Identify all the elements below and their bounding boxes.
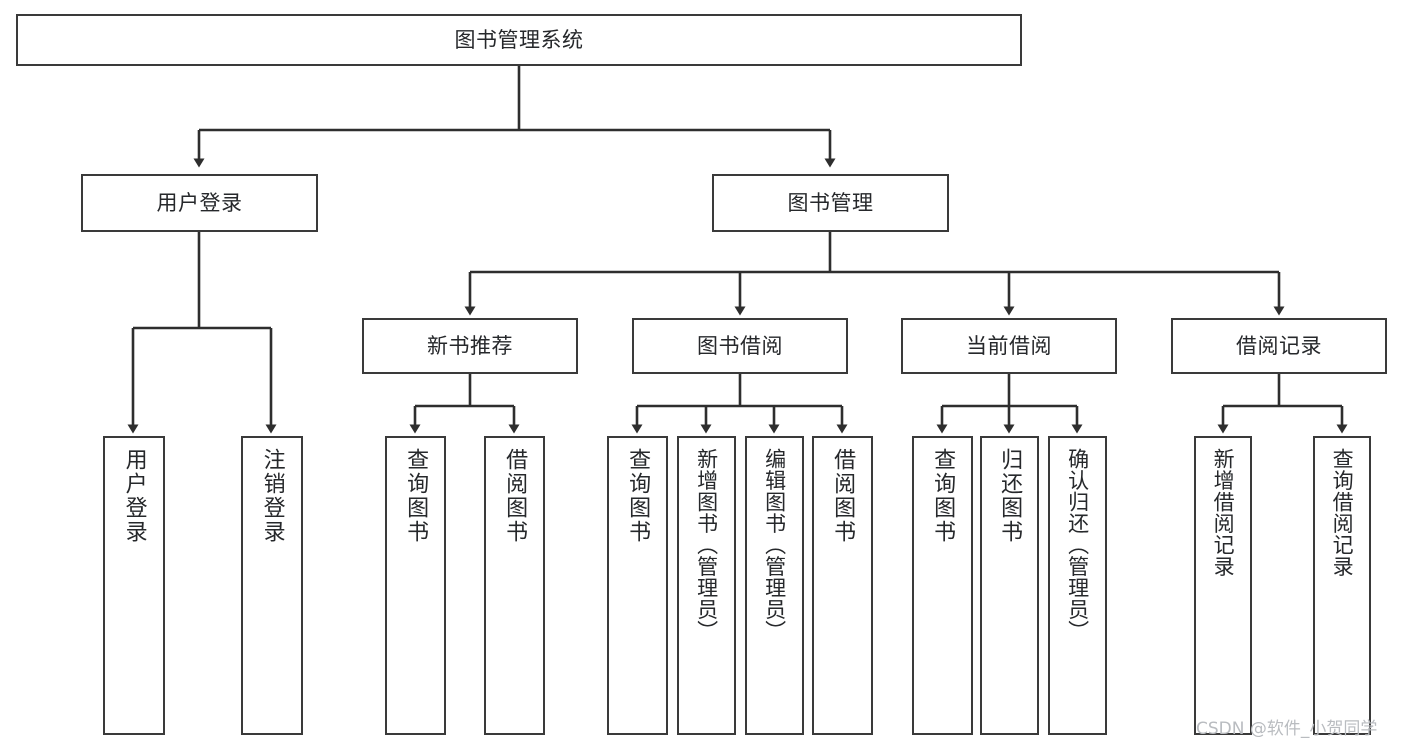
- node-label: 图书管理系统: [454, 27, 584, 52]
- node-leaf-query-book-3[interactable]: 查询图书: [912, 436, 973, 735]
- node-label: 新增图书（管理员）: [694, 448, 719, 642]
- node-label: 借阅记录: [1236, 333, 1322, 358]
- node-label: 用户登录: [156, 190, 243, 215]
- node-borrow-record[interactable]: 借阅记录: [1171, 318, 1387, 374]
- node-label: 当前借阅: [966, 333, 1052, 358]
- node-label: 图书管理: [787, 190, 874, 215]
- node-label: 编辑图书（管理员）: [762, 448, 787, 642]
- node-leaf-confirm-return[interactable]: 确认归还（管理员）: [1048, 436, 1107, 735]
- node-leaf-logout[interactable]: 注销登录: [241, 436, 303, 735]
- node-label: 新书推荐: [427, 333, 513, 358]
- node-current-borrow[interactable]: 当前借阅: [901, 318, 1117, 374]
- node-user-login[interactable]: 用户登录: [81, 174, 318, 232]
- node-label: 注销登录: [259, 448, 285, 544]
- node-leaf-edit-book[interactable]: 编辑图书（管理员）: [745, 436, 804, 735]
- node-leaf-query-book-2[interactable]: 查询图书: [607, 436, 668, 735]
- node-new-book-recommend[interactable]: 新书推荐: [362, 318, 578, 374]
- node-label: 查询图书: [403, 448, 429, 544]
- node-label: 借阅图书: [830, 448, 856, 544]
- node-label: 图书借阅: [697, 333, 783, 358]
- node-leaf-user-login[interactable]: 用户登录: [103, 436, 165, 735]
- node-leaf-borrow-book-1[interactable]: 借阅图书: [484, 436, 545, 735]
- node-leaf-add-book[interactable]: 新增图书（管理员）: [677, 436, 736, 735]
- node-label: 用户登录: [121, 448, 147, 544]
- watermark-text: CSDN @软件_小贺同学: [1196, 719, 1378, 739]
- node-leaf-borrow-book-2[interactable]: 借阅图书: [812, 436, 873, 735]
- node-label: 查询图书: [625, 448, 651, 544]
- node-book-borrow[interactable]: 图书借阅: [632, 318, 848, 374]
- node-label: 查询图书: [930, 448, 956, 544]
- node-leaf-query-record[interactable]: 查询借阅记录: [1313, 436, 1371, 735]
- node-label: 借阅图书: [502, 448, 528, 544]
- node-label: 归还图书: [997, 448, 1023, 544]
- node-label: 确认归还（管理员）: [1065, 448, 1090, 642]
- node-root-book-management-system[interactable]: 图书管理系统: [16, 14, 1022, 66]
- node-leaf-query-book-1[interactable]: 查询图书: [385, 436, 446, 735]
- node-leaf-return-book[interactable]: 归还图书: [980, 436, 1039, 735]
- node-leaf-add-record[interactable]: 新增借阅记录: [1194, 436, 1252, 735]
- node-book-management[interactable]: 图书管理: [712, 174, 949, 232]
- node-label: 查询借阅记录: [1330, 448, 1355, 577]
- node-label: 新增借阅记录: [1211, 448, 1236, 577]
